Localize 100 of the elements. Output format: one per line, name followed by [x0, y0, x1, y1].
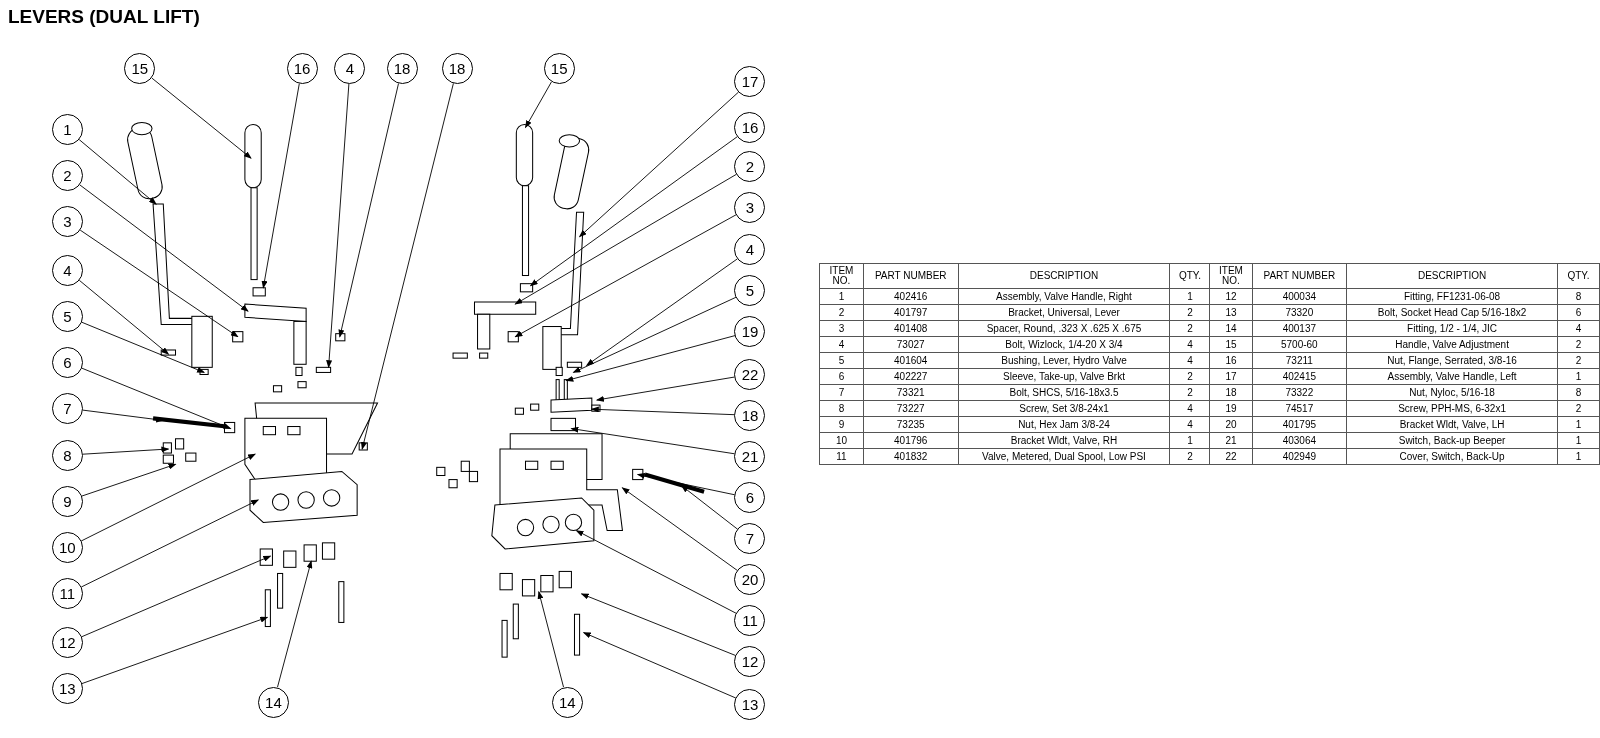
table-cell: Switch, Back-up Beeper: [1346, 432, 1558, 449]
callout-number: 14: [551, 686, 583, 718]
table-cell: 73211: [1252, 352, 1347, 369]
column-header: PART NUMBER: [863, 263, 959, 289]
table-cell: 15: [1209, 336, 1252, 353]
table-cell: 401797: [863, 304, 959, 321]
callout-number: 7: [734, 523, 766, 555]
table-cell: 73027: [863, 336, 959, 353]
table-cell: 2: [1557, 352, 1600, 369]
column-header: DESCRIPTION: [958, 263, 1170, 289]
callout-number: 7: [51, 392, 83, 424]
callout-number: 5: [734, 275, 766, 307]
callout-number: 8: [51, 439, 83, 471]
table-cell: Sleeve, Take-up, Valve Brkt: [958, 368, 1170, 385]
table-cell: Bushing, Lever, Hydro Valve: [958, 352, 1170, 369]
table-cell: Bolt, Socket Head Cap 5/16-18x2: [1346, 304, 1558, 321]
table-cell: 8: [1557, 384, 1600, 401]
callout-number: 11: [51, 578, 83, 610]
table-cell: 13: [1209, 304, 1252, 321]
table-cell: Bracket Wldt, Valve, RH: [958, 432, 1170, 449]
callout-number: 19: [734, 316, 766, 348]
table-cell: 4: [819, 336, 864, 353]
column-header: ITEM NO.: [819, 263, 864, 289]
table-cell: Bolt, SHCS, 5/16-18x3.5: [958, 384, 1170, 401]
table-cell: 1: [1169, 432, 1210, 449]
table-cell: 2: [1557, 336, 1600, 353]
callout-number: 13: [734, 688, 766, 720]
table-cell: 2: [1169, 448, 1210, 465]
table-cell: 22: [1209, 448, 1252, 465]
table-cell: 400137: [1252, 320, 1347, 337]
callout-number: 20: [734, 564, 766, 596]
table-cell: 2: [1557, 400, 1600, 417]
table-cell: 11: [819, 448, 864, 465]
table-cell: 401795: [1252, 416, 1347, 433]
table-cell: 401408: [863, 320, 959, 337]
table-cell: 5700-60: [1252, 336, 1347, 353]
table-cell: 16: [1209, 352, 1252, 369]
table-cell: 9: [819, 416, 864, 433]
column-header: PART NUMBER: [1252, 263, 1347, 289]
table-cell: Screw, PPH-MS, 6-32x1: [1346, 400, 1558, 417]
callout-number: 15: [124, 52, 156, 84]
table-cell: 10: [819, 432, 864, 449]
table-cell: 12: [1209, 288, 1252, 305]
table-cell: Assembly, Valve Handle, Left: [1346, 368, 1558, 385]
callout-number: 3: [734, 191, 766, 223]
table-cell: 1: [1557, 432, 1600, 449]
callout-number: 3: [51, 205, 83, 237]
table-cell: Fitting, 1/2 - 1/4, JIC: [1346, 320, 1558, 337]
table-cell: 73320: [1252, 304, 1347, 321]
callout-number: 1: [51, 114, 83, 146]
table-cell: 8: [819, 400, 864, 417]
table-cell: Nut, Nyloc, 5/16-18: [1346, 384, 1558, 401]
table-cell: 20: [1209, 416, 1252, 433]
table-cell: 2: [1169, 368, 1210, 385]
table-cell: 4: [1169, 352, 1210, 369]
table-cell: 1: [1169, 288, 1210, 305]
table-cell: Bracket Wldt, Valve, LH: [1346, 416, 1558, 433]
table-cell: 73235: [863, 416, 959, 433]
table-cell: 21: [1209, 432, 1252, 449]
callout-number: 2: [51, 160, 83, 191]
table-cell: 2: [819, 304, 864, 321]
callout-number: 22: [734, 359, 766, 390]
callout-number: 17: [734, 66, 766, 98]
callout-number: 13: [51, 673, 83, 705]
table-cell: 1: [1557, 416, 1600, 433]
callout-number: 5: [51, 300, 83, 332]
table-cell: Valve, Metered, Dual Spool, Low PSI: [958, 448, 1170, 465]
column-header: DESCRIPTION: [1346, 263, 1558, 289]
table-cell: Cover, Switch, Back-Up: [1346, 448, 1558, 465]
table-cell: Fitting, FF1231-06-08: [1346, 288, 1558, 305]
column-header: QTY.: [1557, 263, 1600, 289]
table-cell: 2: [1169, 384, 1210, 401]
table-cell: 401796: [863, 432, 959, 449]
table-cell: 402415: [1252, 368, 1347, 385]
table-cell: 5: [819, 352, 864, 369]
table-cell: Spacer, Round, .323 X .625 X .675: [958, 320, 1170, 337]
callout-number: 11: [734, 604, 766, 636]
callout-number: 6: [734, 482, 766, 514]
table-cell: 7: [819, 384, 864, 401]
table-cell: 14: [1209, 320, 1252, 337]
callout-number: 18: [734, 399, 766, 431]
table-cell: Nut, Hex Jam 3/8-24: [958, 416, 1170, 433]
table-cell: 403064: [1252, 432, 1347, 449]
table-cell: 1: [1557, 448, 1600, 465]
callout-number: 12: [51, 627, 83, 659]
callout-number: 12: [734, 645, 766, 677]
table-cell: 74517: [1252, 400, 1347, 417]
callout-number: 4: [51, 254, 83, 286]
column-header: QTY.: [1169, 263, 1210, 289]
table-cell: 4: [1169, 336, 1210, 353]
table-cell: 402227: [863, 368, 959, 385]
table-cell: 1: [819, 288, 864, 305]
callout-number: 21: [734, 440, 766, 472]
table-cell: 4: [1557, 320, 1600, 337]
callout-number: 16: [286, 52, 318, 84]
table-cell: 73322: [1252, 384, 1347, 401]
table-cell: 8: [1557, 288, 1600, 305]
table-cell: 2: [1169, 304, 1210, 321]
table-cell: 17: [1209, 368, 1252, 385]
table-cell: 4: [1169, 416, 1210, 433]
